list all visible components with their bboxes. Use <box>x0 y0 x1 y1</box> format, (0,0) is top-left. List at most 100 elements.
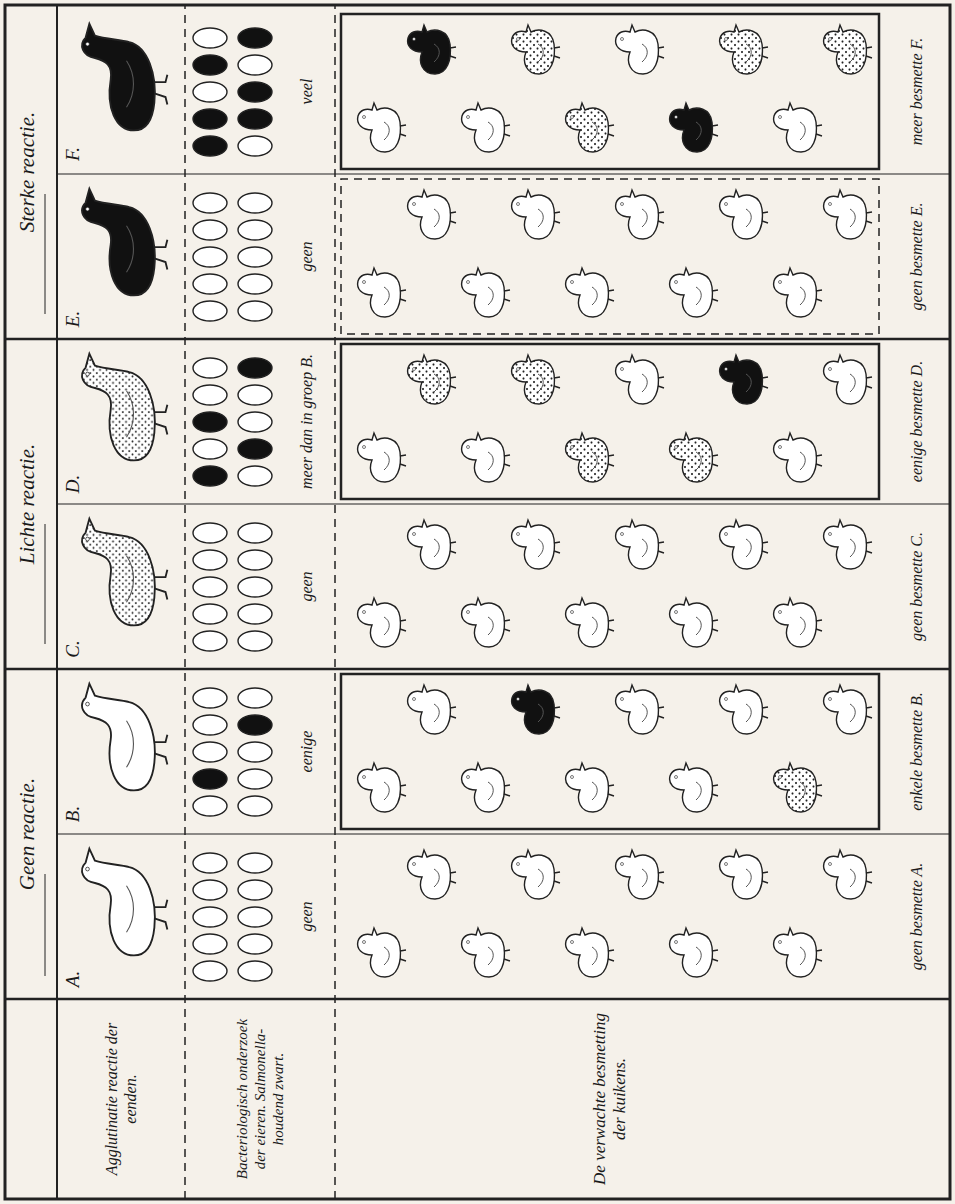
egg-symbol <box>193 274 227 294</box>
egg-symbol <box>193 412 227 432</box>
egg-symbol <box>238 220 272 240</box>
chick-figure <box>512 685 560 734</box>
chick-figure <box>512 850 560 899</box>
reaction-header: Sterke reactie. <box>8 5 48 339</box>
chick-figure <box>408 355 456 404</box>
result-cell: enkele besmette B. <box>888 669 946 834</box>
group-letter: A. <box>60 963 86 995</box>
egg-symbol <box>238 631 272 651</box>
egg-symbol <box>238 136 272 156</box>
chick-group-box <box>341 344 879 499</box>
duck-figure <box>82 354 167 461</box>
group-letter: D. <box>60 468 86 500</box>
egg-symbol <box>238 907 272 927</box>
egg-symbol <box>193 907 227 927</box>
egg-symbol <box>238 247 272 267</box>
egg-symbol <box>238 715 272 735</box>
result-cell: eenige besmette D. <box>888 339 946 504</box>
result-cell: geen besmette C. <box>888 504 946 669</box>
chick-figure <box>720 25 768 74</box>
chick-figure <box>408 685 456 734</box>
chick-figure <box>824 685 872 734</box>
chick-figure <box>408 190 456 239</box>
egg-symbol <box>193 550 227 570</box>
chick-figure <box>512 25 560 74</box>
row-header: Agglutinatie reactie der eenden. <box>62 1004 180 1194</box>
egg-symbol <box>238 193 272 213</box>
chick-figure <box>670 598 718 647</box>
egg-symbol <box>193 466 227 486</box>
chick-figure <box>358 598 406 647</box>
egg-symbol <box>238 688 272 708</box>
egg-symbol <box>193 136 227 156</box>
count-cell: geen <box>283 834 331 999</box>
duck-figure <box>82 849 167 956</box>
row-header: De verwachte besmetting der kuikens. <box>340 1004 880 1194</box>
count-cell: geen <box>283 174 331 339</box>
duck-figure <box>82 684 167 791</box>
egg-symbol <box>193 82 227 102</box>
egg-symbol <box>238 439 272 459</box>
chick-figure <box>566 928 614 977</box>
count-cell: meer dan in groep B. <box>283 339 331 504</box>
row-header: Bacteriologisch onderzoek der eieren. Sa… <box>190 1004 330 1194</box>
chick-figure <box>720 850 768 899</box>
egg-symbol <box>238 274 272 294</box>
egg-symbol <box>193 301 227 321</box>
chick-figure <box>670 433 718 482</box>
egg-symbol <box>193 55 227 75</box>
egg-symbol <box>193 961 227 981</box>
chick-figure <box>720 190 768 239</box>
egg-symbol <box>238 358 272 378</box>
egg-symbol <box>193 796 227 816</box>
group-letter: E. <box>60 303 86 335</box>
chick-group-box <box>341 179 879 334</box>
chick-figure <box>566 763 614 812</box>
egg-symbol <box>238 412 272 432</box>
egg-symbol <box>193 631 227 651</box>
egg-symbol <box>238 550 272 570</box>
egg-symbol <box>193 439 227 459</box>
egg-symbol <box>238 385 272 405</box>
chick-figure <box>616 850 664 899</box>
egg-symbol <box>238 853 272 873</box>
chick-figure <box>512 520 560 569</box>
chick-figure <box>774 103 822 152</box>
chick-figure <box>462 598 510 647</box>
chick-figure <box>566 433 614 482</box>
egg-symbol <box>238 604 272 624</box>
egg-symbol <box>193 715 227 735</box>
chick-figure <box>566 103 614 152</box>
chick-figure <box>358 268 406 317</box>
egg-symbol <box>193 193 227 213</box>
egg-symbol <box>238 880 272 900</box>
chick-figure <box>616 355 664 404</box>
chick-figure <box>358 433 406 482</box>
chick-figure <box>720 355 768 404</box>
egg-symbol <box>238 301 272 321</box>
egg-symbol <box>238 742 272 762</box>
reaction-header: Lichte reactie. <box>8 339 48 669</box>
chick-figure <box>824 355 872 404</box>
egg-symbol <box>238 523 272 543</box>
chick-figure <box>358 103 406 152</box>
reaction-header: Geen reactie. <box>8 669 48 999</box>
duck-figure <box>82 24 167 131</box>
egg-symbol <box>238 28 272 48</box>
egg-symbol <box>193 523 227 543</box>
chick-figure <box>670 928 718 977</box>
egg-symbol <box>238 82 272 102</box>
egg-symbol <box>193 742 227 762</box>
group-letter: B. <box>60 798 86 830</box>
egg-symbol <box>238 769 272 789</box>
chick-figure <box>358 763 406 812</box>
chick-figure <box>670 268 718 317</box>
result-cell: geen besmette E. <box>888 174 946 339</box>
egg-symbol <box>193 385 227 405</box>
egg-symbol <box>193 28 227 48</box>
chick-figure <box>720 520 768 569</box>
chick-figure <box>616 520 664 569</box>
egg-symbol <box>193 577 227 597</box>
